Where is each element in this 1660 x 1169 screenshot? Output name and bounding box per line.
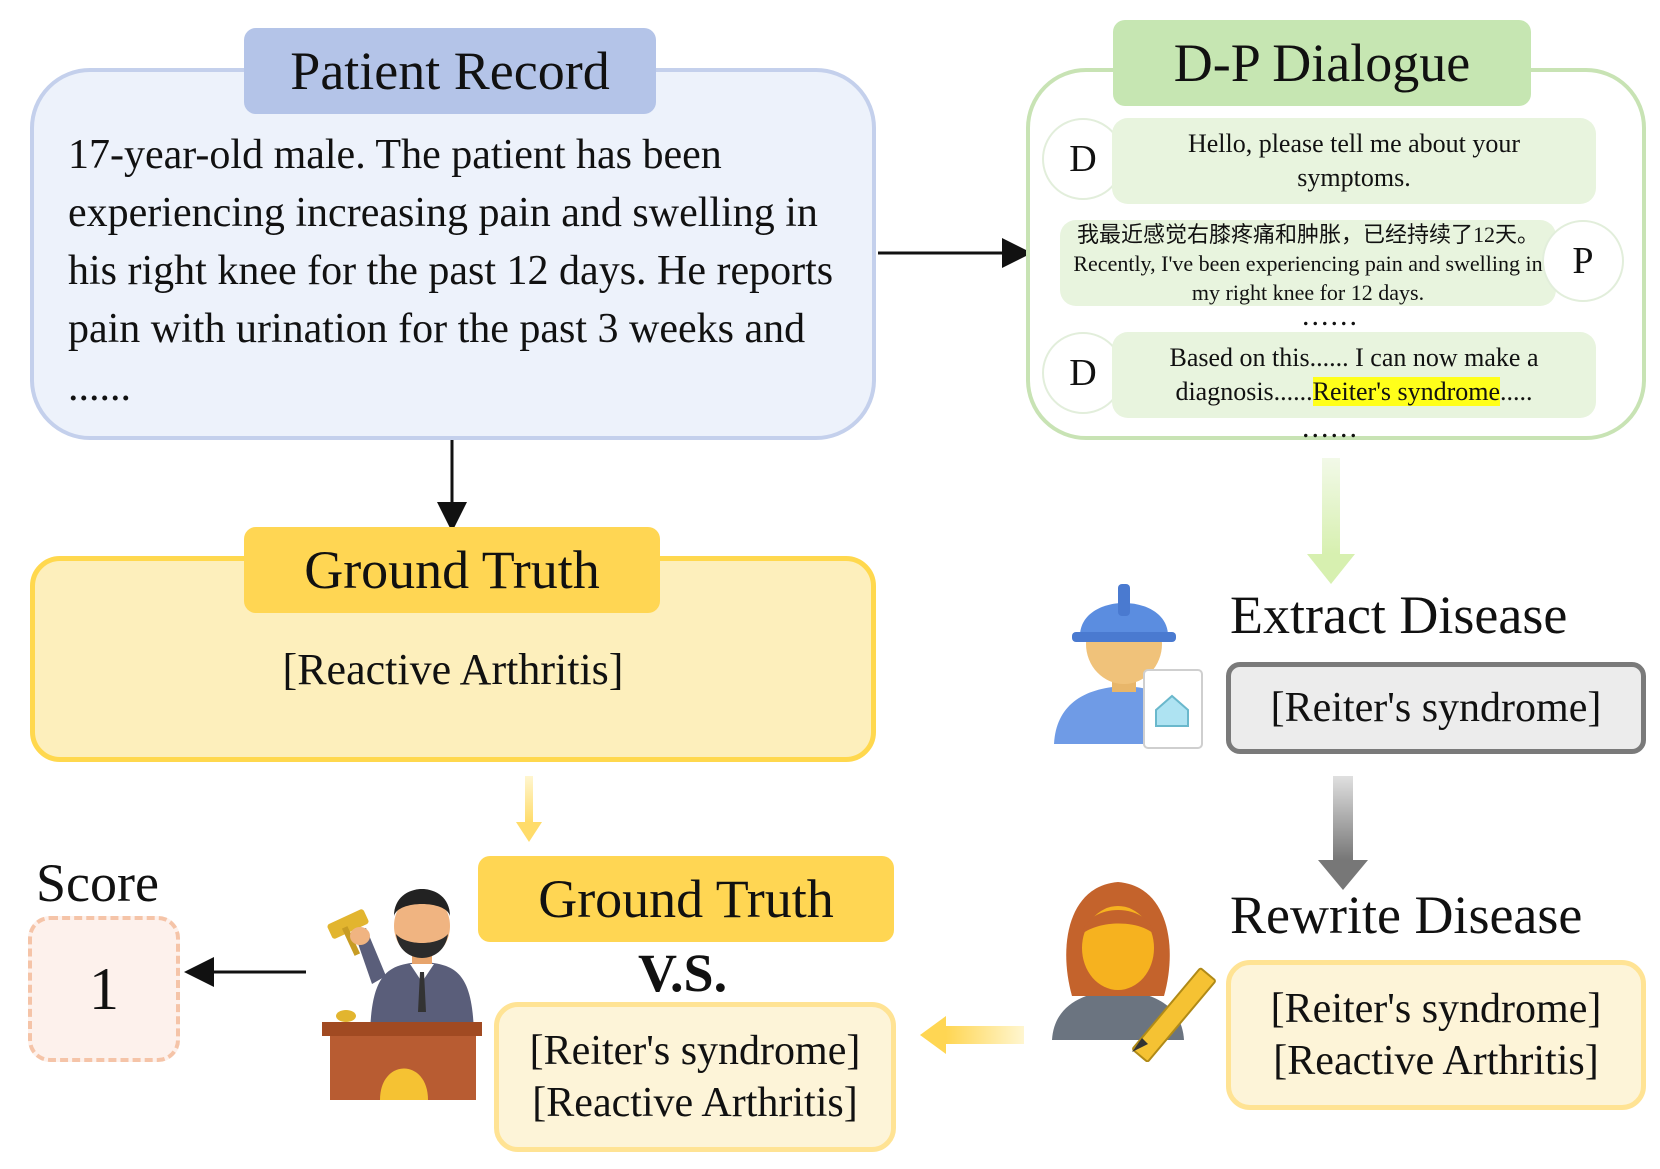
patient-avatar: P [1542,220,1624,302]
speaker-label: P [1572,240,1594,282]
writer-icon [1052,882,1216,1062]
dialogue-title: D-P Dialogue [1113,20,1531,106]
document-icon [1143,669,1203,749]
ground-truth-value: [Reactive Arthritis] [282,645,624,694]
score-box: 1 [28,916,180,1062]
comparison-value: [Reactive Arthritis] [532,1080,858,1126]
rewrite-disease-value: [Reiter's syndrome] [1270,986,1602,1032]
arrow-rewrite-to-comparison [920,1016,1024,1054]
ground-truth-title: Ground Truth [244,527,660,613]
bubble-text: Hello, please tell me about your symptom… [1187,129,1521,192]
arrow-ground-truth-to-judge [516,776,542,842]
doctor-avatar: D [1042,332,1124,414]
judge-icon [322,889,482,1100]
patient-record-text: 17-year-old male. The patient has been e… [68,132,834,410]
engineer-icon [1054,584,1203,749]
diagnosis-highlight: Reiter's syndrome [1312,377,1501,406]
extract-disease-title: Extract Disease [1230,585,1568,645]
pencil-icon [1132,967,1216,1062]
comparison-ground-truth-title: Ground Truth [478,856,894,942]
arrow-dialogue-to-extract [1307,458,1355,584]
gavel-icon [327,909,369,956]
dialogue-bubble: 我最近感觉右膝疼痛和肿胀，已经持续了12天。Recently, I've bee… [1060,220,1556,306]
extract-disease-value: [Reiter's syndrome] [1270,685,1602,731]
comparison-box: [Reiter's syndrome] [Reactive Arthritis] [494,1002,896,1152]
rewrite-disease-value: [Reactive Arthritis] [1273,1038,1599,1084]
patient-record-box [30,68,876,440]
extract-disease-box: [Reiter's syndrome] [1226,662,1646,754]
score-label: Score [36,853,159,913]
score-value: 1 [89,955,119,1022]
rewrite-disease-box: [Reiter's syndrome] [Reactive Arthritis] [1226,960,1646,1110]
patient-record-title: Patient Record [244,28,656,114]
bubble-text: 我最近感觉右膝疼痛和肿胀，已经持续了12天。Recently, I've bee… [1073,221,1543,305]
speaker-label: D [1069,352,1097,394]
speaker-label: D [1069,138,1097,180]
arrow-extract-to-rewrite [1318,776,1368,890]
rewrite-disease-title: Rewrite Disease [1230,885,1583,945]
dialogue-bubble: Hello, please tell me about your symptom… [1112,118,1596,204]
ellipsis: ...... [1302,299,1359,332]
dialogue-bubble: Based on this...... I can now make a dia… [1112,332,1596,418]
comparison-value: [Reiter's syndrome] [529,1028,861,1074]
bubble-text: Based on this...... I can now make a dia… [1169,343,1539,406]
ellipsis: ...... [1302,411,1359,444]
versus-label: V.S. [638,943,728,1003]
